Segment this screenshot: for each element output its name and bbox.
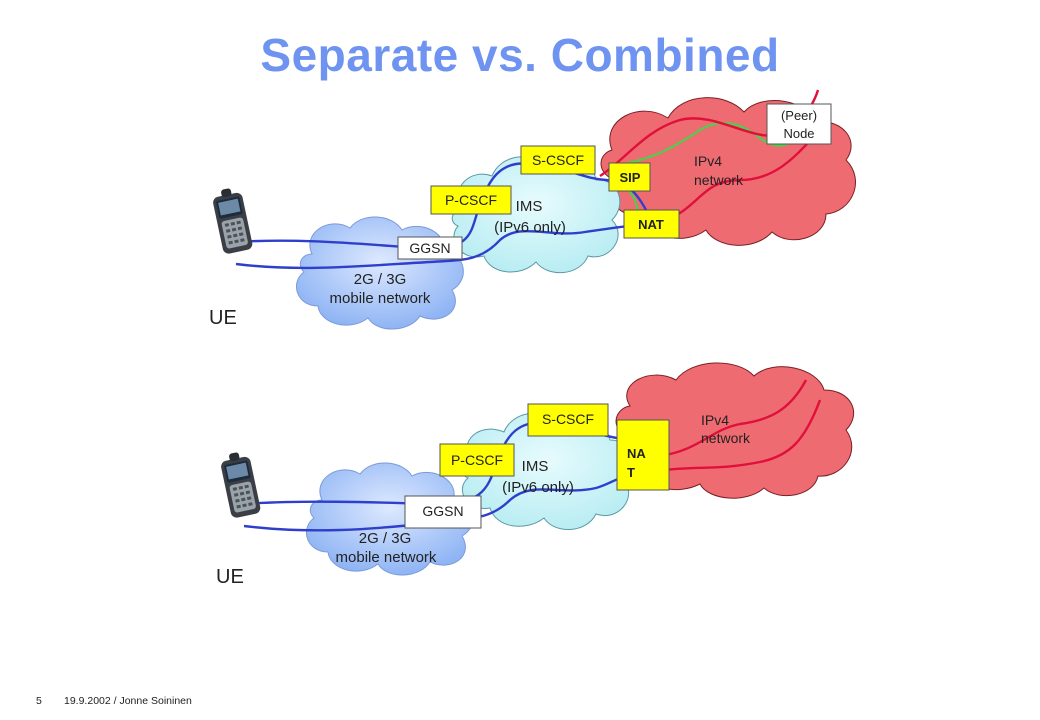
top-ggsn-label: GGSN — [409, 240, 450, 256]
top-nat-box — [623, 209, 680, 239]
top-mobile-label-line2: mobile network — [330, 290, 431, 307]
slide-title: Separate vs. Combined — [260, 29, 780, 81]
top-ims-label-line2: (IPv6 only) — [494, 219, 566, 236]
bottom-ipv4-label-line1: IPv4 — [701, 412, 729, 428]
top-ipv4-label-line2: network — [694, 172, 744, 188]
bottom-ue-phone — [218, 449, 262, 519]
top-scscf-label: S-CSCF — [532, 152, 584, 168]
top-red-path-nat — [659, 124, 826, 224]
bottom-nat-label-line1: NA — [627, 446, 646, 461]
top-blue-path-media — [235, 220, 661, 270]
top-sip-box — [608, 162, 651, 192]
top-ipv4-label-line1: IPv4 — [694, 153, 722, 169]
bottom-ims-label-line2: (IPv6 only) — [502, 479, 574, 496]
bottom-mobile-cloud — [305, 462, 474, 576]
bottom-ims-label-line1: IMS — [522, 458, 549, 475]
bottom-scscf-box — [527, 403, 609, 437]
top-scscf-box — [520, 145, 596, 175]
top-diagram: UE 2G / 3G mobile network IMS (IPv6 only… — [209, 89, 856, 330]
bottom-ue-label: UE — [216, 566, 244, 588]
bottom-ggsn-box — [404, 495, 482, 529]
top-ggsn-box — [397, 236, 463, 260]
footer-text: 19.9.2002 / Jonne Soininen — [64, 695, 192, 707]
top-peer-node-box — [766, 103, 832, 145]
bottom-pcscf-label: P-CSCF — [451, 452, 503, 468]
bottom-red-path-2 — [663, 399, 822, 472]
bottom-mobile-label-line2: mobile network — [336, 549, 437, 566]
bottom-blue-path-media — [243, 474, 629, 532]
top-pcscf-box — [430, 185, 512, 215]
page-number: 5 — [36, 695, 42, 707]
top-peer-node-line2: Node — [783, 126, 814, 141]
bottom-mobile-label-line1: 2G / 3G — [359, 530, 412, 547]
top-nat-label: NAT — [638, 217, 664, 232]
bottom-pcscf-box — [439, 443, 515, 477]
top-ue-phone — [210, 185, 254, 255]
top-mobile-label-line1: 2G / 3G — [354, 271, 407, 288]
bottom-ipv4-label-line2: network — [701, 430, 751, 446]
bottom-red-path-1 — [659, 379, 808, 458]
slide-footer: 5 19.9.2002 / Jonne Soininen — [36, 695, 192, 707]
top-sip-label: SIP — [620, 170, 641, 185]
top-ue-label: UE — [209, 307, 237, 329]
bottom-scscf-label: S-CSCF — [542, 411, 594, 427]
top-pcscf-label: P-CSCF — [445, 192, 497, 208]
bottom-nat-label-line2: T — [627, 465, 635, 480]
bottom-nat-box — [616, 419, 670, 491]
bottom-diagram: UE 2G / 3G mobile network IMS (IPv6 only… — [216, 362, 855, 588]
bottom-ggsn-label: GGSN — [422, 503, 463, 519]
top-ims-label-line1: IMS — [516, 198, 543, 215]
top-peer-node-line1: (Peer) — [781, 108, 817, 123]
